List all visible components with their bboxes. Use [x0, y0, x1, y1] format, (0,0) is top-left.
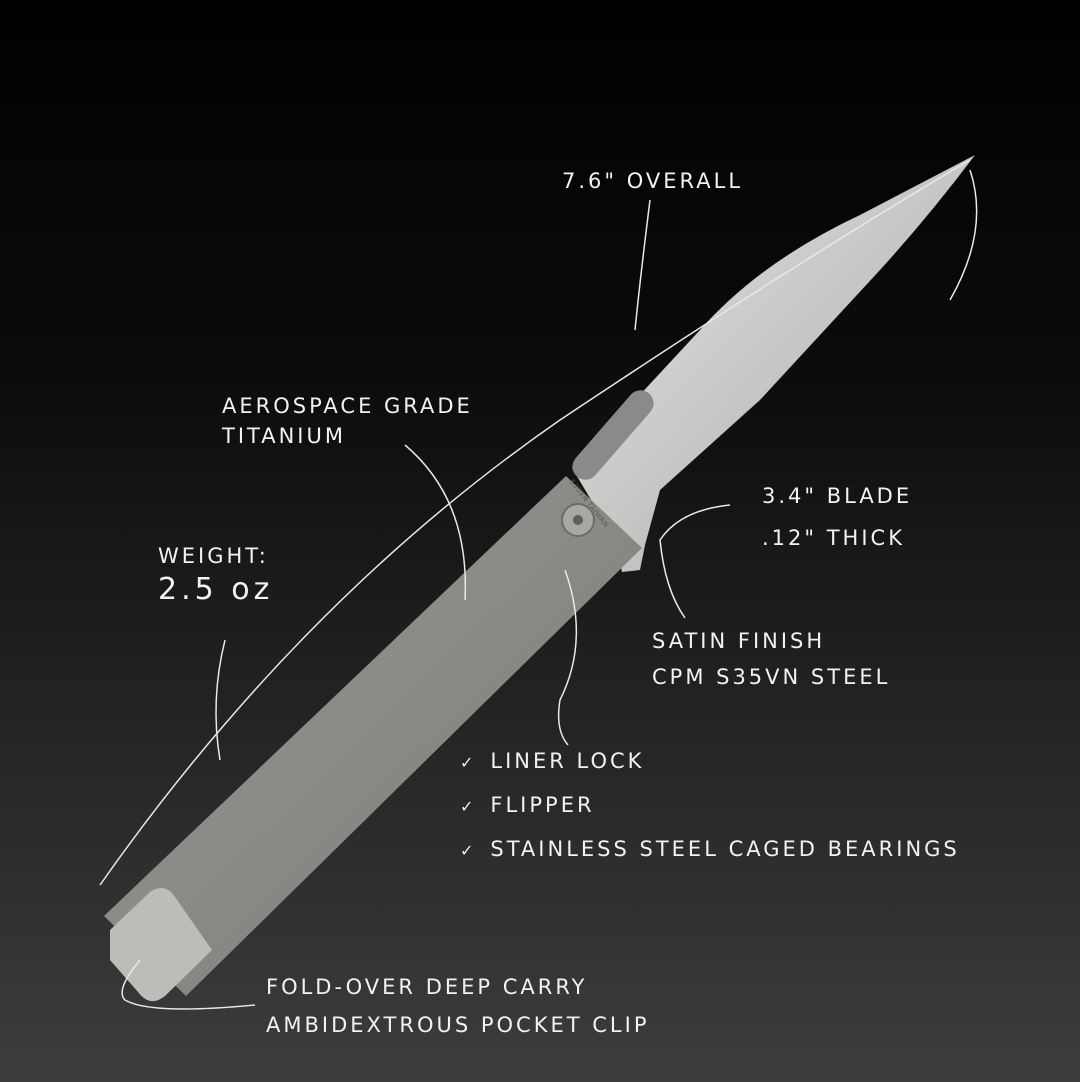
knife-blade: [572, 155, 975, 572]
material-line-1: Aerospace grade: [222, 394, 473, 418]
blade-label: 3.4" blade .12" thick: [762, 475, 912, 559]
blade-length: 3.4" blade: [762, 484, 913, 508]
overall-length-label: 7.6" overall: [562, 169, 744, 193]
annotation-lines: [99, 159, 978, 1010]
clip-line-1: Fold-over deep carry: [266, 975, 588, 999]
check-icon: ✓: [460, 753, 477, 772]
steel-line-2: CPM S35VN steel: [652, 665, 891, 689]
feature-text: Liner lock: [490, 749, 645, 773]
feature-text: Stainless steel caged bearings: [490, 837, 960, 861]
knife-handle: [104, 476, 642, 996]
material-label: Aerospace grade titanium: [222, 385, 473, 457]
weight-value: 2.5 oz: [158, 572, 274, 607]
feature-item: ✓ Liner lock: [460, 740, 960, 784]
clip-line-2: Ambidextrous pocket clip: [266, 1013, 650, 1037]
blade-thickness: .12" thick: [762, 526, 905, 550]
material-line-2: titanium: [222, 424, 346, 448]
steel-line-1: Satin finish: [652, 629, 826, 653]
weight-line-1: Weight:: [158, 544, 269, 568]
clip-label: Fold-over deep carry Ambidextrous pocket…: [266, 966, 649, 1046]
feature-item: ✓ Flipper: [460, 784, 960, 828]
steel-label: Satin finish CPM S35VN steel: [652, 620, 890, 698]
weight-label: Weight: 2.5 oz: [158, 535, 273, 611]
blade-slot: [572, 390, 654, 480]
features-list: ✓ Liner lock ✓ Flipper ✓ Stainless steel ca…: [460, 740, 960, 872]
feature-text: Flipper: [490, 793, 595, 817]
feature-item: ✓ Stainless steel caged bearings: [460, 828, 960, 872]
check-icon: ✓: [460, 841, 477, 860]
pocket-clip: [110, 888, 212, 1002]
check-icon: ✓: [460, 797, 477, 816]
